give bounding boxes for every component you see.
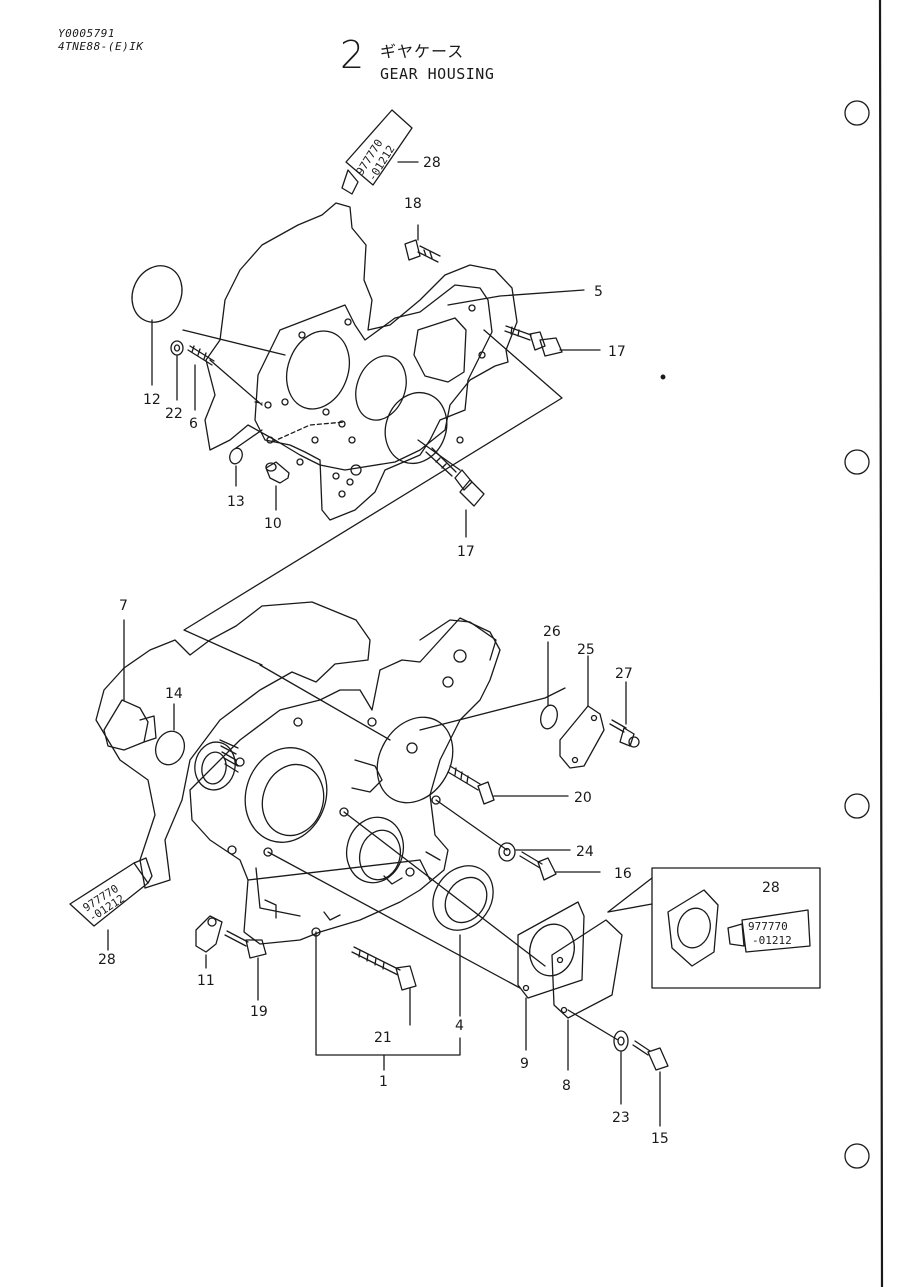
o-ring-26 [540, 704, 558, 730]
o-ring-13 [229, 447, 243, 465]
detail-inset: 977770 -01212 [607, 867, 821, 989]
sealant-part-number-suffix: -01212 [752, 934, 792, 947]
sealant-tube-lower: 977770 -01212 [69, 857, 153, 927]
filler-cap-7 [103, 699, 157, 751]
bolt-16 [519, 851, 557, 881]
callout-4: 4 [455, 1018, 464, 1034]
callout-26: 26 [543, 624, 561, 640]
cover-25 [559, 705, 605, 769]
callout-28-inset: 28 [762, 880, 780, 896]
section-title-japanese: ギヤケース [380, 42, 465, 61]
punch-hole [844, 100, 870, 126]
bolt-18 [404, 239, 441, 263]
bolt-19 [224, 930, 267, 959]
leader-lines-lower [107, 619, 661, 1127]
bolt-20 [447, 765, 495, 805]
callout-14: 14 [165, 686, 183, 702]
punch-hole [844, 793, 870, 819]
o-ring-12 [131, 265, 183, 323]
callout-20: 20 [574, 790, 592, 806]
clamp-11 [195, 915, 223, 953]
dowel-pin-10 [265, 461, 290, 484]
punch-hole [844, 449, 870, 475]
washer-24 [498, 842, 516, 862]
binder-margin [844, 0, 884, 1287]
bolt-15 [632, 1040, 669, 1071]
section-number: 2 [340, 33, 365, 77]
document-code: Y0005791 [58, 27, 115, 40]
callout-27: 27 [615, 666, 633, 682]
callout-28-left: 28 [98, 952, 116, 968]
callout-9: 9 [520, 1056, 529, 1072]
bolt-17-lower [425, 447, 485, 507]
callout-6: 6 [189, 416, 198, 432]
callout-25: 25 [577, 642, 595, 658]
callout-28-top: 28 [423, 155, 441, 171]
o-ring-14 [154, 730, 186, 766]
scan-speck [660, 374, 666, 380]
callout-16: 16 [614, 866, 632, 882]
gasket-plate-outline [204, 202, 518, 471]
sealant-tube-top: 977770 -01212 [341, 109, 413, 195]
bolt-21 [351, 946, 417, 991]
callout-5: 5 [594, 284, 603, 300]
callout-labels: 1 4 5 6 7 8 9 10 11 12 13 14 15 16 17 17… [98, 155, 780, 1147]
section-title: GEAR HOUSING [380, 65, 495, 83]
callout-15: 15 [651, 1131, 669, 1147]
bolt-27 [609, 719, 640, 748]
gasket-9 [517, 901, 585, 999]
callout-7: 7 [119, 598, 128, 614]
callout-24: 24 [576, 844, 594, 860]
punch-hole [844, 1143, 870, 1169]
callout-17-lower: 17 [457, 544, 475, 560]
front-plate [254, 284, 493, 521]
bolt-17-upper [504, 325, 563, 357]
nut-and-stud [170, 340, 215, 366]
callout-1: 1 [379, 1074, 388, 1090]
callout-23: 23 [612, 1110, 630, 1126]
oil-seal-4 [432, 865, 494, 931]
callout-18: 18 [404, 196, 422, 212]
cover-plate-8 [551, 919, 623, 1019]
engine-model-code: 4TNE88-(E)IK [58, 40, 144, 53]
sealant-part-number: 977770 [748, 920, 788, 933]
callout-21: 21 [374, 1030, 392, 1046]
callout-17-upper: 17 [608, 344, 626, 360]
callout-11: 11 [197, 973, 215, 989]
gasket-7-outline [95, 601, 371, 889]
callout-12: 12 [143, 392, 161, 408]
callout-22: 22 [165, 406, 183, 422]
leader-lines-upper [151, 161, 601, 666]
callout-10: 10 [264, 516, 282, 532]
callout-19: 19 [250, 1004, 268, 1020]
callout-13: 13 [227, 494, 245, 510]
callout-8: 8 [562, 1078, 571, 1094]
washer-23 [613, 1030, 629, 1052]
gear-case-body [189, 617, 501, 945]
